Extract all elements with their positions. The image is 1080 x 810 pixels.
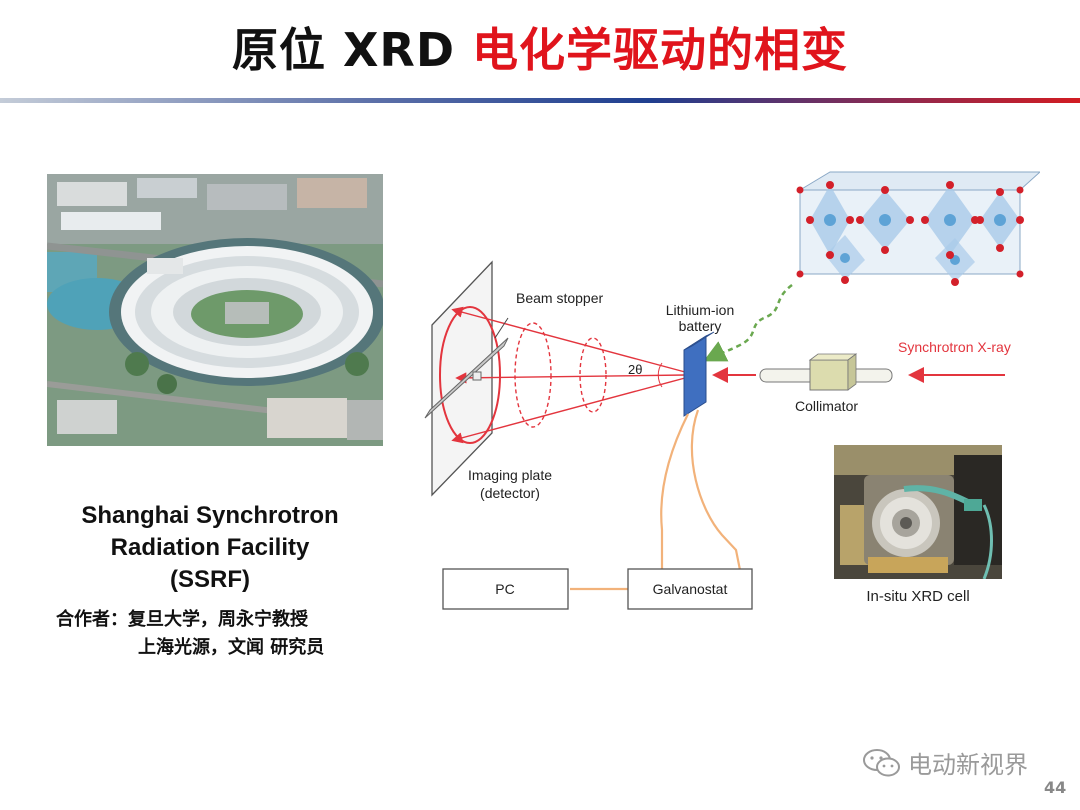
wechat-icon bbox=[863, 748, 900, 776]
facility-name-line2: Radiation Facility bbox=[110, 534, 310, 561]
battery-label-line1: Lithium-ion bbox=[666, 302, 734, 318]
beam-stopper-block bbox=[472, 371, 482, 381]
slide-title: 原位 XRD 电化学驱动的相变 bbox=[0, 14, 1080, 80]
imaging-plate-label-line1: Imaging plate bbox=[468, 467, 552, 483]
beam-stopper-pointer bbox=[494, 317, 509, 339]
galvanostat-label: Galvanostat bbox=[653, 581, 728, 597]
galvanostat-box bbox=[627, 568, 753, 610]
page-number: 44 bbox=[1044, 778, 1067, 797]
battery-top bbox=[683, 331, 715, 351]
collaborators: 合作者：复旦大学，周永宁教授 上海光源，文闻 研究员 bbox=[56, 606, 324, 662]
ssrf-aerial-photo bbox=[47, 174, 383, 446]
beam-stopper-label: Beam stopper bbox=[516, 290, 603, 306]
xray-label: Synchrotron X-ray bbox=[898, 339, 1011, 355]
collimator-label: Collimator bbox=[795, 398, 858, 414]
collimator bbox=[759, 353, 893, 391]
pc-label: PC bbox=[495, 581, 514, 597]
title-divider bbox=[0, 98, 1080, 103]
xrd-setup-diagram: Beam stopper Lithium-ion battery 2θ Sync… bbox=[424, 171, 1040, 610]
title-red-part: 电化学驱动的相变 bbox=[472, 23, 849, 77]
pc-box bbox=[442, 568, 569, 610]
in-situ-xrd-cell-photo bbox=[834, 445, 1002, 579]
collaborator-line2: 上海光源，文闻 研究员 bbox=[138, 637, 325, 658]
angle-label: 2θ bbox=[628, 362, 642, 377]
watermark-text: 电动新视界 bbox=[908, 751, 1028, 779]
watermark: 电动新视界 bbox=[862, 745, 1028, 780]
facility-caption: Shanghai Synchrotron Radiation Facility … bbox=[40, 500, 380, 596]
in-situ-cell-label: In-situ XRD cell bbox=[866, 588, 970, 605]
crystal-structure bbox=[796, 171, 1040, 286]
facility-name-line1: Shanghai Synchrotron bbox=[81, 502, 339, 529]
battery-wires bbox=[570, 409, 742, 591]
collaborator-line1: 合作者：复旦大学，周永宁教授 bbox=[56, 609, 308, 630]
beam-stopper bbox=[424, 337, 509, 419]
battery-label-line2: battery bbox=[679, 318, 722, 334]
facility-name-line3: (SSRF) bbox=[170, 566, 250, 593]
diffraction-cone bbox=[439, 306, 686, 444]
imaging-plate-label-line2: (detector) bbox=[480, 485, 540, 501]
zoom-arrow bbox=[703, 284, 793, 362]
title-black-part: 原位 XRD bbox=[231, 23, 473, 77]
